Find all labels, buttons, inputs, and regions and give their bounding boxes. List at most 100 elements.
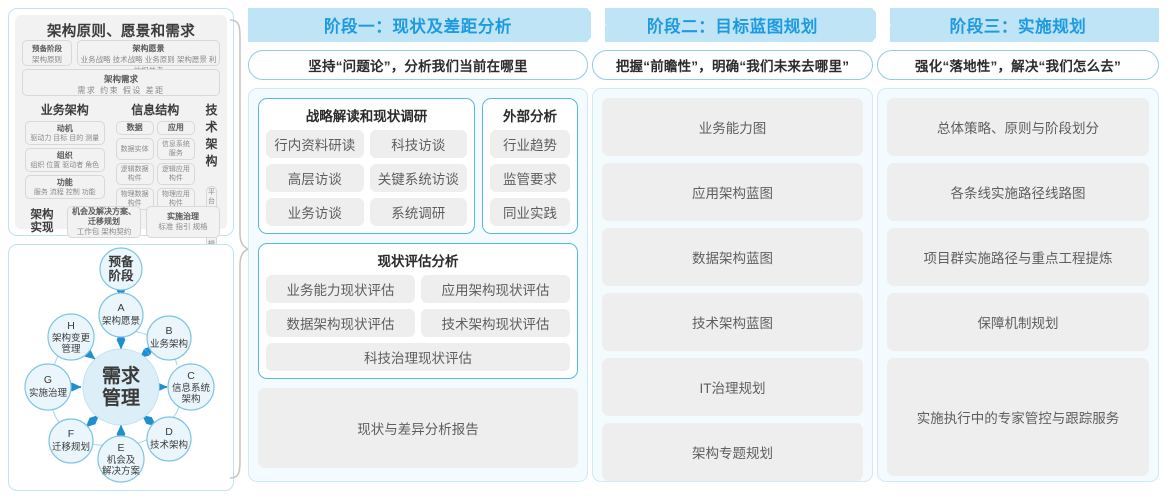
chevron-left-notch-icon bbox=[591, 8, 606, 42]
adm-node-a bbox=[98, 292, 144, 338]
left-column: 架构原则、愿景和需求 预备阶段 架构原则 架构愿景 业务战略 技术战略 业务原则… bbox=[8, 8, 234, 491]
card-current-state-assessment-title: 现状评估分析 bbox=[377, 254, 459, 269]
adm-node-c-label-1: 信息系统 bbox=[172, 382, 211, 394]
togaf-requirement-heading: 架构需求 bbox=[103, 74, 138, 84]
togaf-vision-heading: 架构愿景 bbox=[132, 44, 165, 53]
item-heading: 实施治理 bbox=[167, 212, 199, 221]
chip-item[interactable]: 业务能力现状评估 bbox=[266, 275, 415, 303]
togaf-col-information-title: 信息结构 bbox=[131, 103, 180, 117]
chip-item[interactable]: 科技治理现状评估 bbox=[266, 343, 570, 371]
togaf-business-item: 功能 服务 流程 控制 功能 bbox=[25, 175, 105, 199]
blueprint-item[interactable]: 应用架构蓝图 bbox=[602, 163, 863, 221]
item-heading: 组织 bbox=[56, 150, 73, 160]
item-heading: 功能 bbox=[56, 177, 73, 187]
adm-node-e-label-1: 机会及 bbox=[107, 454, 136, 466]
grouping-brace bbox=[229, 19, 250, 479]
chip-item[interactable]: 技术架构现状评估 bbox=[421, 309, 570, 337]
adm-prelim-line2: 阶段 bbox=[108, 268, 134, 283]
item-heading: 机会及解决方案、迁移规划 bbox=[72, 207, 136, 226]
togaf-box-requirement: 架构需求 需求 约束 假设 差距 bbox=[22, 69, 220, 96]
phase-2-subtitle: 把握“前瞻性”，明确“我们未来去哪里” bbox=[592, 50, 873, 80]
phase-2-header: 阶段二：目标蓝图规划 bbox=[591, 8, 890, 42]
togaf-requirement-sub: 需求 约束 假设 差距 bbox=[77, 86, 165, 95]
item-heading: 动机 bbox=[56, 123, 73, 133]
adm-node-c-label-2: 架构 bbox=[181, 393, 200, 405]
chip-item[interactable]: 数据架构现状评估 bbox=[266, 309, 415, 337]
adm-center-circle bbox=[82, 348, 160, 426]
adm-center-line2: 管理 bbox=[102, 386, 140, 409]
item-heading: 数据 bbox=[126, 123, 143, 132]
implementation-item[interactable]: 实施执行中的专家管控与跟踪服务 bbox=[887, 358, 1149, 476]
phase-3-body: 总体策略、原则与阶段划分 各条线实施路径线路图 项目群实施路径与重点工程提炼 保… bbox=[877, 88, 1159, 482]
blueprint-item[interactable]: 数据架构蓝图 bbox=[602, 228, 863, 286]
blueprint-item[interactable]: 技术架构蓝图 bbox=[602, 293, 863, 351]
adm-node-d-label: 技术架构 bbox=[150, 439, 188, 451]
chip-item[interactable]: 业务访谈 bbox=[266, 198, 364, 226]
card-external-analysis: 外部分析 行业趋势 监管要求 同业实践 bbox=[482, 98, 578, 234]
togaf-col-technology-title: 技术架构 bbox=[205, 103, 218, 168]
adm-node-f-label: 迁移规划 bbox=[52, 441, 90, 453]
card-strategy-research-title: 战略解读和现状调研 bbox=[305, 109, 428, 124]
item-sub: 逻辑数据构件 bbox=[120, 166, 149, 182]
item-sub: 信息系统服务 bbox=[161, 141, 190, 157]
adm-cycle-diagram: 需求 管理 预备 阶段 A 架构愿景 B 业务架构 C 信息系统 架构 bbox=[24, 247, 215, 483]
adm-node-preliminary bbox=[99, 247, 143, 291]
card-strategy-research: 战略解读和现状调研 行内资料研读 科技访谈 高层访谈 关键系统访谈 业务访谈 系… bbox=[258, 98, 475, 234]
blueprint-item[interactable]: 架构专题规划 bbox=[602, 423, 863, 481]
card-external-analysis-title: 外部分析 bbox=[503, 109, 557, 124]
phase-1-report-chip[interactable]: 现状与差异分析报告 bbox=[258, 388, 578, 468]
blueprint-item[interactable]: IT治理规划 bbox=[602, 358, 863, 416]
phase-3-header: 阶段三：实施规划 bbox=[876, 8, 1159, 42]
chip-row: 同业实践 bbox=[490, 198, 570, 226]
togaf-implementation-label: 架构 实现 bbox=[22, 206, 62, 238]
implementation-item[interactable]: 各条线实施路径线路图 bbox=[887, 163, 1149, 221]
togaf-col-business: 业务架构 动机 驱动力 目标 目的 测量 组织 组织 位置 驱动者 角色 bbox=[22, 100, 108, 202]
adm-node-g-label: 实施治理 bbox=[29, 387, 68, 399]
togaf-col-information: 信息结构 数据 数据实体 逻辑数据构件 bbox=[112, 100, 198, 210]
togaf-implementation-box: 机会及解决方案、迁移规划 工作包 架构契约 bbox=[67, 206, 141, 238]
impl-label-line1: 架构 bbox=[30, 209, 54, 221]
item-sub: 组织 位置 驱动者 角色 bbox=[30, 161, 100, 169]
phase-1-header: 阶段一：现状及差距分析 bbox=[248, 8, 605, 42]
adm-prelim-line1: 预备 bbox=[108, 254, 134, 269]
implementation-item[interactable]: 保障机制规划 bbox=[887, 293, 1149, 351]
chip-item[interactable]: 科技访谈 bbox=[369, 130, 467, 158]
item-sub: 逻辑应用构件 bbox=[161, 166, 190, 182]
chip-row: 科技治理现状评估 bbox=[266, 343, 570, 371]
togaf-data-item: 数据实体 bbox=[115, 138, 154, 160]
phase-column-2: 阶段二：目标蓝图规划 把握“前瞻性”，明确“我们未来去哪里” 业务能力图 应用架… bbox=[591, 8, 890, 482]
adm-node-e-label-2: 解决方案 bbox=[102, 465, 141, 477]
phase-1-body: 战略解读和现状调研 行内资料研读 科技访谈 高层访谈 关键系统访谈 业务访谈 系… bbox=[248, 88, 588, 482]
chip-item[interactable]: 行内资料研读 bbox=[266, 130, 364, 158]
chip-row: 行业趋势 bbox=[490, 130, 570, 158]
adm-node-f bbox=[48, 418, 94, 464]
togaf-business-item: 动机 驱动力 目标 目的 测量 bbox=[25, 121, 105, 145]
togaf-col-technology: 技术架构 平台服务 逻辑技术构件 物理技术构件 bbox=[203, 100, 220, 348]
impl-label-line2: 实现 bbox=[30, 222, 54, 234]
chip-row: 行内资料研读 科技访谈 bbox=[266, 130, 467, 158]
chip-item[interactable]: 监管要求 bbox=[490, 164, 570, 192]
chip-item[interactable]: 高层访谈 bbox=[266, 164, 364, 192]
chip-item[interactable]: 同业实践 bbox=[490, 198, 570, 226]
togaf-framework-inner: 架构原则、愿景和需求 预备阶段 架构原则 架构愿景 业务战略 技术战略 业务原则… bbox=[15, 15, 227, 348]
chip-item[interactable]: 行业趋势 bbox=[490, 130, 570, 158]
adm-node-g bbox=[24, 363, 72, 411]
togaf-preliminary-sub: 架构原则 bbox=[32, 55, 62, 64]
implementation-item[interactable]: 项目群实施路径与重点工程提炼 bbox=[887, 228, 1149, 286]
chip-item[interactable]: 关键系统访谈 bbox=[369, 164, 467, 192]
item-sub: 工作包 架构契约 bbox=[76, 227, 132, 236]
chip-row: 数据架构现状评估 技术架构现状评估 bbox=[266, 309, 570, 337]
adm-node-b-label: 业务架构 bbox=[150, 338, 188, 350]
togaf-app-item: 逻辑应用构件 bbox=[156, 163, 195, 185]
blueprint-item[interactable]: 业务能力图 bbox=[602, 98, 863, 156]
phase-column-3: 阶段三：实施规划 强化“落地性”，解决“我们怎么去” 总体策略、原则与阶段划分 … bbox=[876, 8, 1159, 482]
phase-column-1: 阶段一：现状及差距分析 坚持“问题论”，分析我们当前在哪里 战略解读和现状调研 … bbox=[248, 8, 605, 482]
implementation-item[interactable]: 总体策略、原则与阶段划分 bbox=[887, 98, 1149, 156]
togaf-preliminary-heading: 预备阶段 bbox=[32, 44, 62, 53]
chip-item[interactable]: 系统调研 bbox=[369, 198, 467, 226]
adm-cycle-panel: 需求 管理 预备 阶段 A 架构愿景 B 业务架构 C 信息系统 架构 bbox=[8, 244, 234, 491]
adm-node-d bbox=[146, 416, 192, 462]
chip-row: 业务能力现状评估 应用架构现状评估 bbox=[266, 275, 570, 303]
chip-item[interactable]: 应用架构现状评估 bbox=[421, 275, 570, 303]
togaf-implementation-box: 实施治理 标准 指引 规格 bbox=[146, 206, 220, 238]
